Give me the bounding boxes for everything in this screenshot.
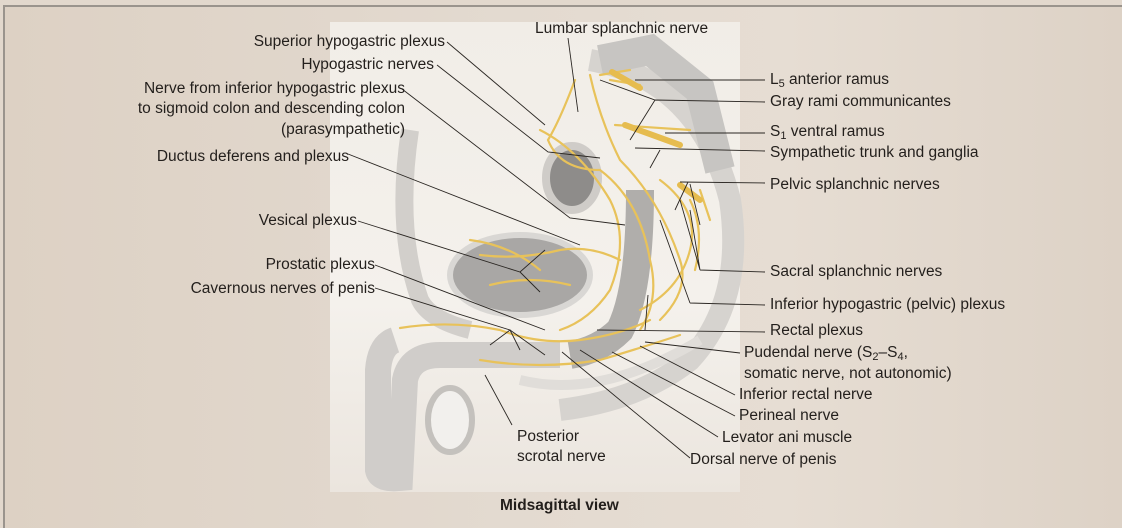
label-inferior-rectal-nerve: Inferior rectal nerve (739, 386, 873, 403)
leader-cavernous (374, 287, 546, 356)
leader-lumbar (567, 37, 579, 113)
label-dorsal-nerve-penis: Dorsal nerve of penis (690, 451, 837, 468)
label-perineal-nerve: Perineal nerve (739, 407, 839, 424)
leader-levator-ani (579, 349, 719, 438)
label-text: ventral ramus (786, 123, 885, 140)
label-nerve-to-colon-line1: Nerve from inferior hypogastric plexus (143, 80, 405, 97)
vertebral-column (597, 33, 735, 174)
nerve-path (478, 247, 622, 262)
nerve-path (468, 238, 572, 287)
leader-hypogastric-nerves (436, 64, 601, 159)
leader-sacral-splanchnic (679, 199, 766, 273)
colon-section (542, 142, 602, 214)
rectum (567, 189, 654, 369)
label-cavernous-nerves: Cavernous nerves of penis (190, 280, 375, 297)
figure-caption: Midsagittal view (500, 497, 619, 514)
label-pudendal-line1: Pudendal nerve (S2–S4, (744, 344, 908, 363)
label-mid: –S (878, 344, 898, 361)
pelvic-floor (518, 335, 703, 390)
label-subscript: 2 (872, 351, 879, 363)
label-text: , (903, 344, 908, 361)
leader-prostatic (374, 264, 546, 331)
leader-ductus (347, 153, 581, 246)
l5-ramus-shape (609, 69, 643, 91)
label-prefix: L (770, 71, 779, 88)
label-superior-hypogastric-plexus: Superior hypogastric plexus (253, 33, 445, 50)
label-posterior-scrotal-line1: Posterior (517, 428, 580, 445)
label-lumbar-splanchnic-nerve: Lumbar splanchnic nerve (535, 20, 709, 37)
leader-superior-hypogastric (446, 41, 546, 126)
leader-lines (347, 37, 766, 459)
nerve-path (688, 188, 712, 272)
leader-dorsal-nerve (561, 351, 691, 459)
nerve-path (478, 333, 682, 367)
bladder (447, 232, 593, 318)
label-prefix: Pudendal nerve (S (744, 344, 873, 361)
s-ramus-shape (677, 182, 703, 203)
label-sacral-splanchnic: Sacral splanchnic nerves (770, 263, 943, 280)
label-hypogastric-nerves: Hypogastric nerves (301, 56, 434, 73)
label-ductus-deferens: Ductus deferens and plexus (156, 148, 349, 165)
leader-perineal (611, 351, 736, 417)
label-nerve-to-colon-line2: to sigmoid colon and descending colon (137, 100, 405, 117)
label-subscript: 5 (778, 78, 785, 90)
tissue-shapes (365, 33, 745, 492)
s1-ramus-shape (622, 122, 683, 148)
leader-inferior-rectal (639, 345, 736, 396)
label-sympathetic-trunk: Sympathetic trunk and ganglia (770, 144, 979, 161)
leader-inferior-hypogastric (659, 219, 766, 306)
leader-vesical (357, 220, 546, 293)
nerve-network (398, 68, 712, 367)
label-subscript: 4 (897, 351, 904, 363)
leader-posterior-scrotal (484, 374, 513, 426)
leader-pelvic-splanchnic (674, 181, 766, 226)
nerve-path (398, 318, 652, 343)
label-pudendal-line2: somatic nerve, not autonomic) (744, 365, 952, 382)
leader-pudendal (644, 341, 741, 354)
label-subscript: 1 (780, 130, 787, 142)
nerve-path (546, 78, 655, 332)
label-prostatic-plexus: Prostatic plexus (265, 256, 375, 273)
label-rectal-plexus: Rectal plexus (770, 322, 864, 339)
nerve-path (588, 73, 684, 322)
label-prefix: S (770, 123, 781, 140)
label-pelvic-splanchnic: Pelvic splanchnic nerves (770, 176, 940, 193)
label-l5-anterior-ramus: L5 anterior ramus (770, 71, 889, 90)
nerve-path (538, 128, 622, 332)
spinal-rami (609, 69, 703, 203)
leader-nerve-colon (401, 88, 626, 226)
label-text: anterior ramus (784, 71, 889, 88)
penis-shaft (365, 327, 560, 492)
nerve-path (638, 178, 694, 312)
label-vesical-plexus: Vesical plexus (258, 212, 357, 229)
leader-sympathetic (634, 147, 766, 169)
label-posterior-scrotal-line2: scrotal nerve (517, 448, 606, 465)
label-inferior-hypogastric: Inferior hypogastric (pelvic) plexus (770, 296, 1006, 313)
label-s1-ventral-ramus: S1 ventral ramus (770, 123, 885, 142)
leader-gray-rami (599, 79, 766, 141)
label-gray-rami: Gray rami communicantes (770, 93, 951, 110)
leader-rectal-plexus (596, 294, 766, 333)
testis (425, 385, 475, 455)
label-levator-ani: Levator ani muscle (722, 429, 853, 446)
label-nerve-to-colon-line3: (parasympathetic) (280, 121, 405, 138)
